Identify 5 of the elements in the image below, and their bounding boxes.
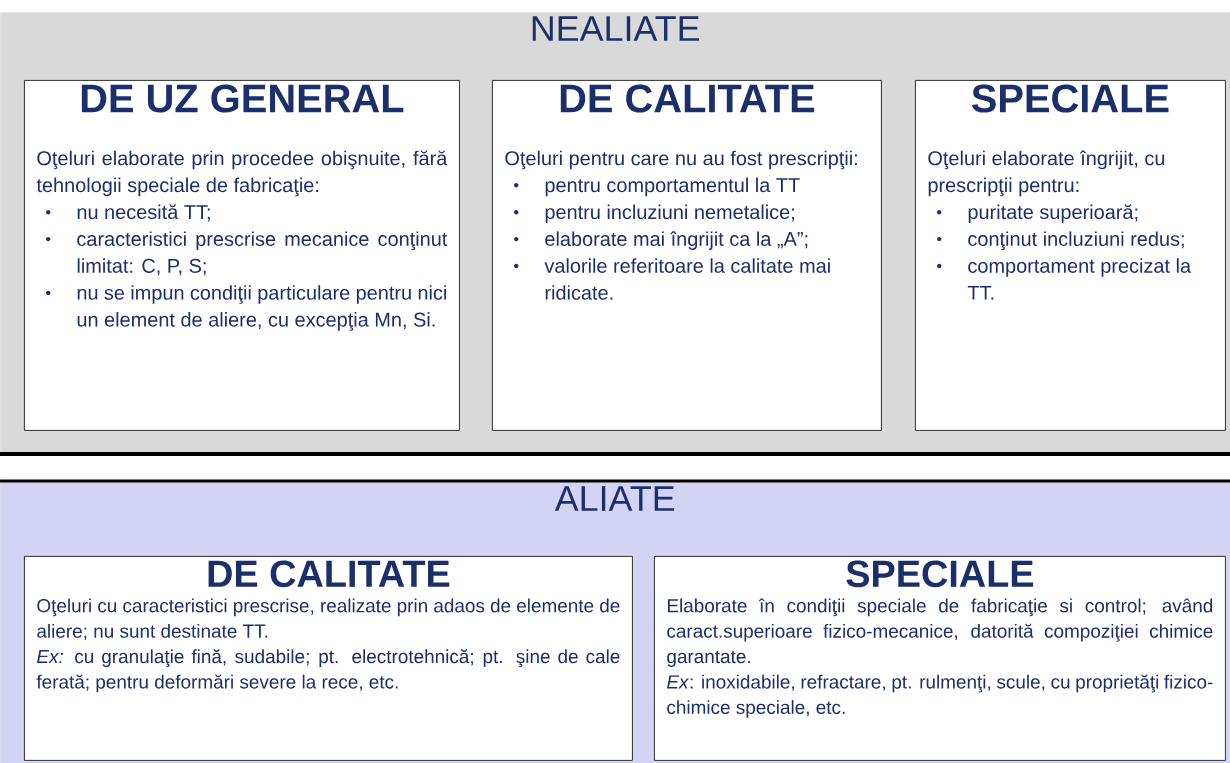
category-box: DE CALITATE Oţeluri cu caracteristici prescrise, realizate prin adaos de elemente de aliere; nu sunt destinate TT. Ex: cu granulaţie fină, sudabile; pt. electrotehnică; pt. şine de cale ferată; pentru deformări severe la rece, etc.: [24, 556, 633, 761]
category-box: DE CALITATE Oţeluri pentru care nu au fost prescripţii: pentru comportamentul la TT pentru incluziuni nemetalice; elaborate mai îngrijit ca la „A”; valorile referitoare la calitate mai ridicate.: [492, 80, 882, 431]
category-box: SPECIALE Elaborate în condiţii speciale de fabricaţie si control; având caract.superioare fizico-mecanice, datorită compoziţiei chimice garantate. Ex: inoxidabile, refractare, pt. rulmenţi, scule, cu proprietăţi fizico-chimice speciale, etc.: [654, 556, 1226, 761]
category-box: SPECIALE Oţeluri elaborate îngrijit, cu prescripţii pentru: puritate superioară; conţinut incluziuni redus; comportament precizat la TT.: [915, 80, 1226, 431]
category-box: DE UZ GENERAL Oţeluri elaborate prin procedee obişnuite, fără tehnologii speciale de fabricaţie: nu necesită TT; caracteristici prescrise mecanice conţinut limitat: C, P, S; nu se impun condiţii particulare pentru nici un element de aliere, cu excepţia Mn, Si.: [24, 80, 460, 431]
